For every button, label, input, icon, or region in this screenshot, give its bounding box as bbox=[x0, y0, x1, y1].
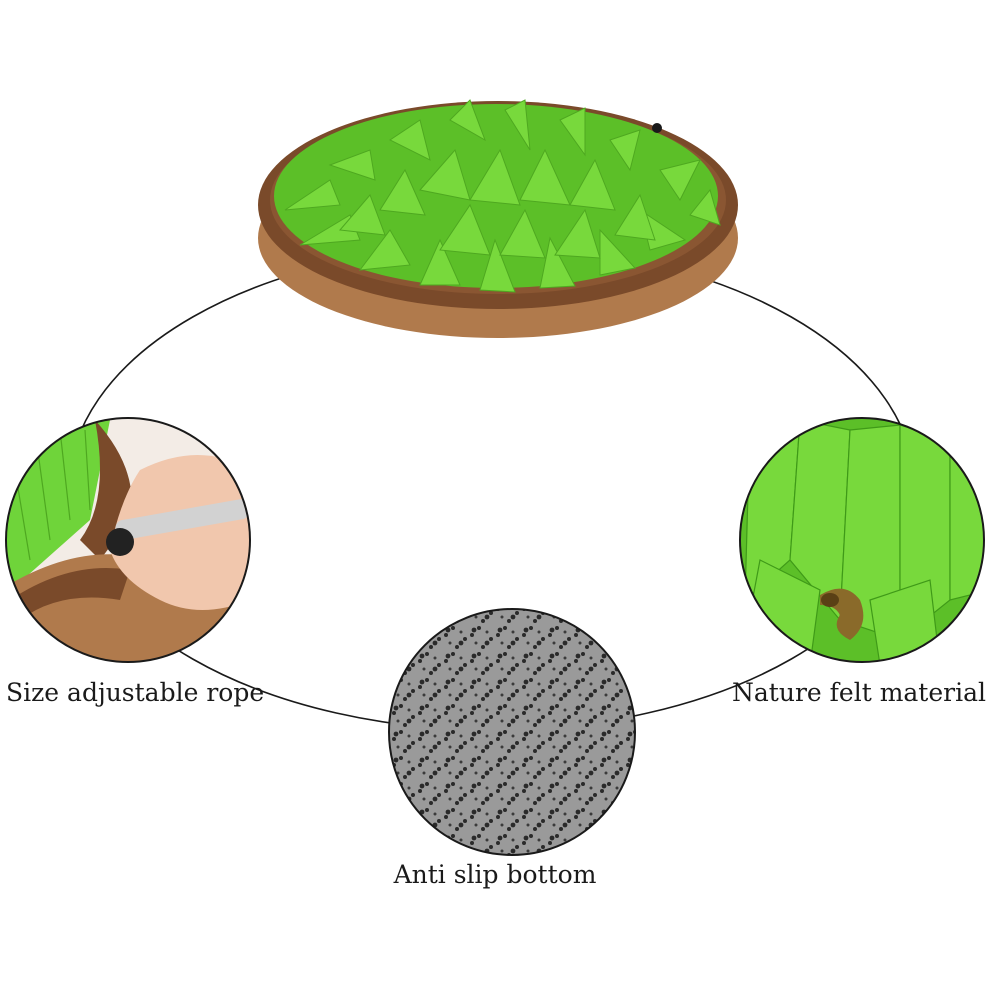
felt-caption: Nature felt material bbox=[732, 678, 986, 707]
snuffle-mat-image bbox=[258, 99, 738, 338]
anti-slip-caption: Anti slip bottom bbox=[393, 860, 597, 889]
rope-caption: Size adjustable rope bbox=[6, 678, 265, 707]
felt-detail-image bbox=[739, 417, 985, 663]
anti-slip-detail-image bbox=[388, 608, 636, 856]
rope-detail-image bbox=[5, 417, 251, 663]
